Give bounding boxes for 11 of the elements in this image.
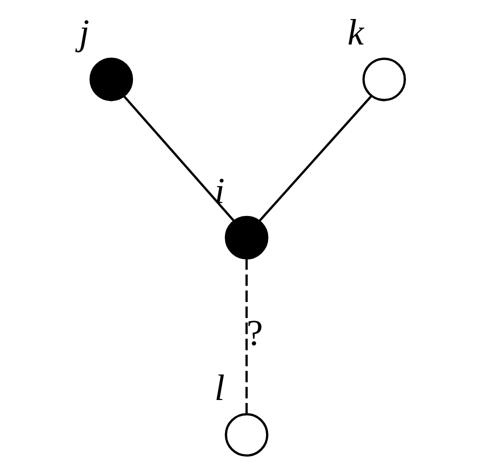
connector — [245, 258, 248, 414]
node-label: i — [214, 170, 225, 211]
connector — [258, 95, 372, 222]
node-label: l — [214, 367, 225, 408]
node-circle — [90, 58, 134, 102]
edge-label: ? — [246, 312, 263, 353]
node-circle — [224, 216, 268, 260]
connector — [122, 95, 235, 222]
node-label: k — [347, 12, 364, 53]
node-circle — [362, 58, 406, 102]
node-circle — [224, 413, 268, 457]
